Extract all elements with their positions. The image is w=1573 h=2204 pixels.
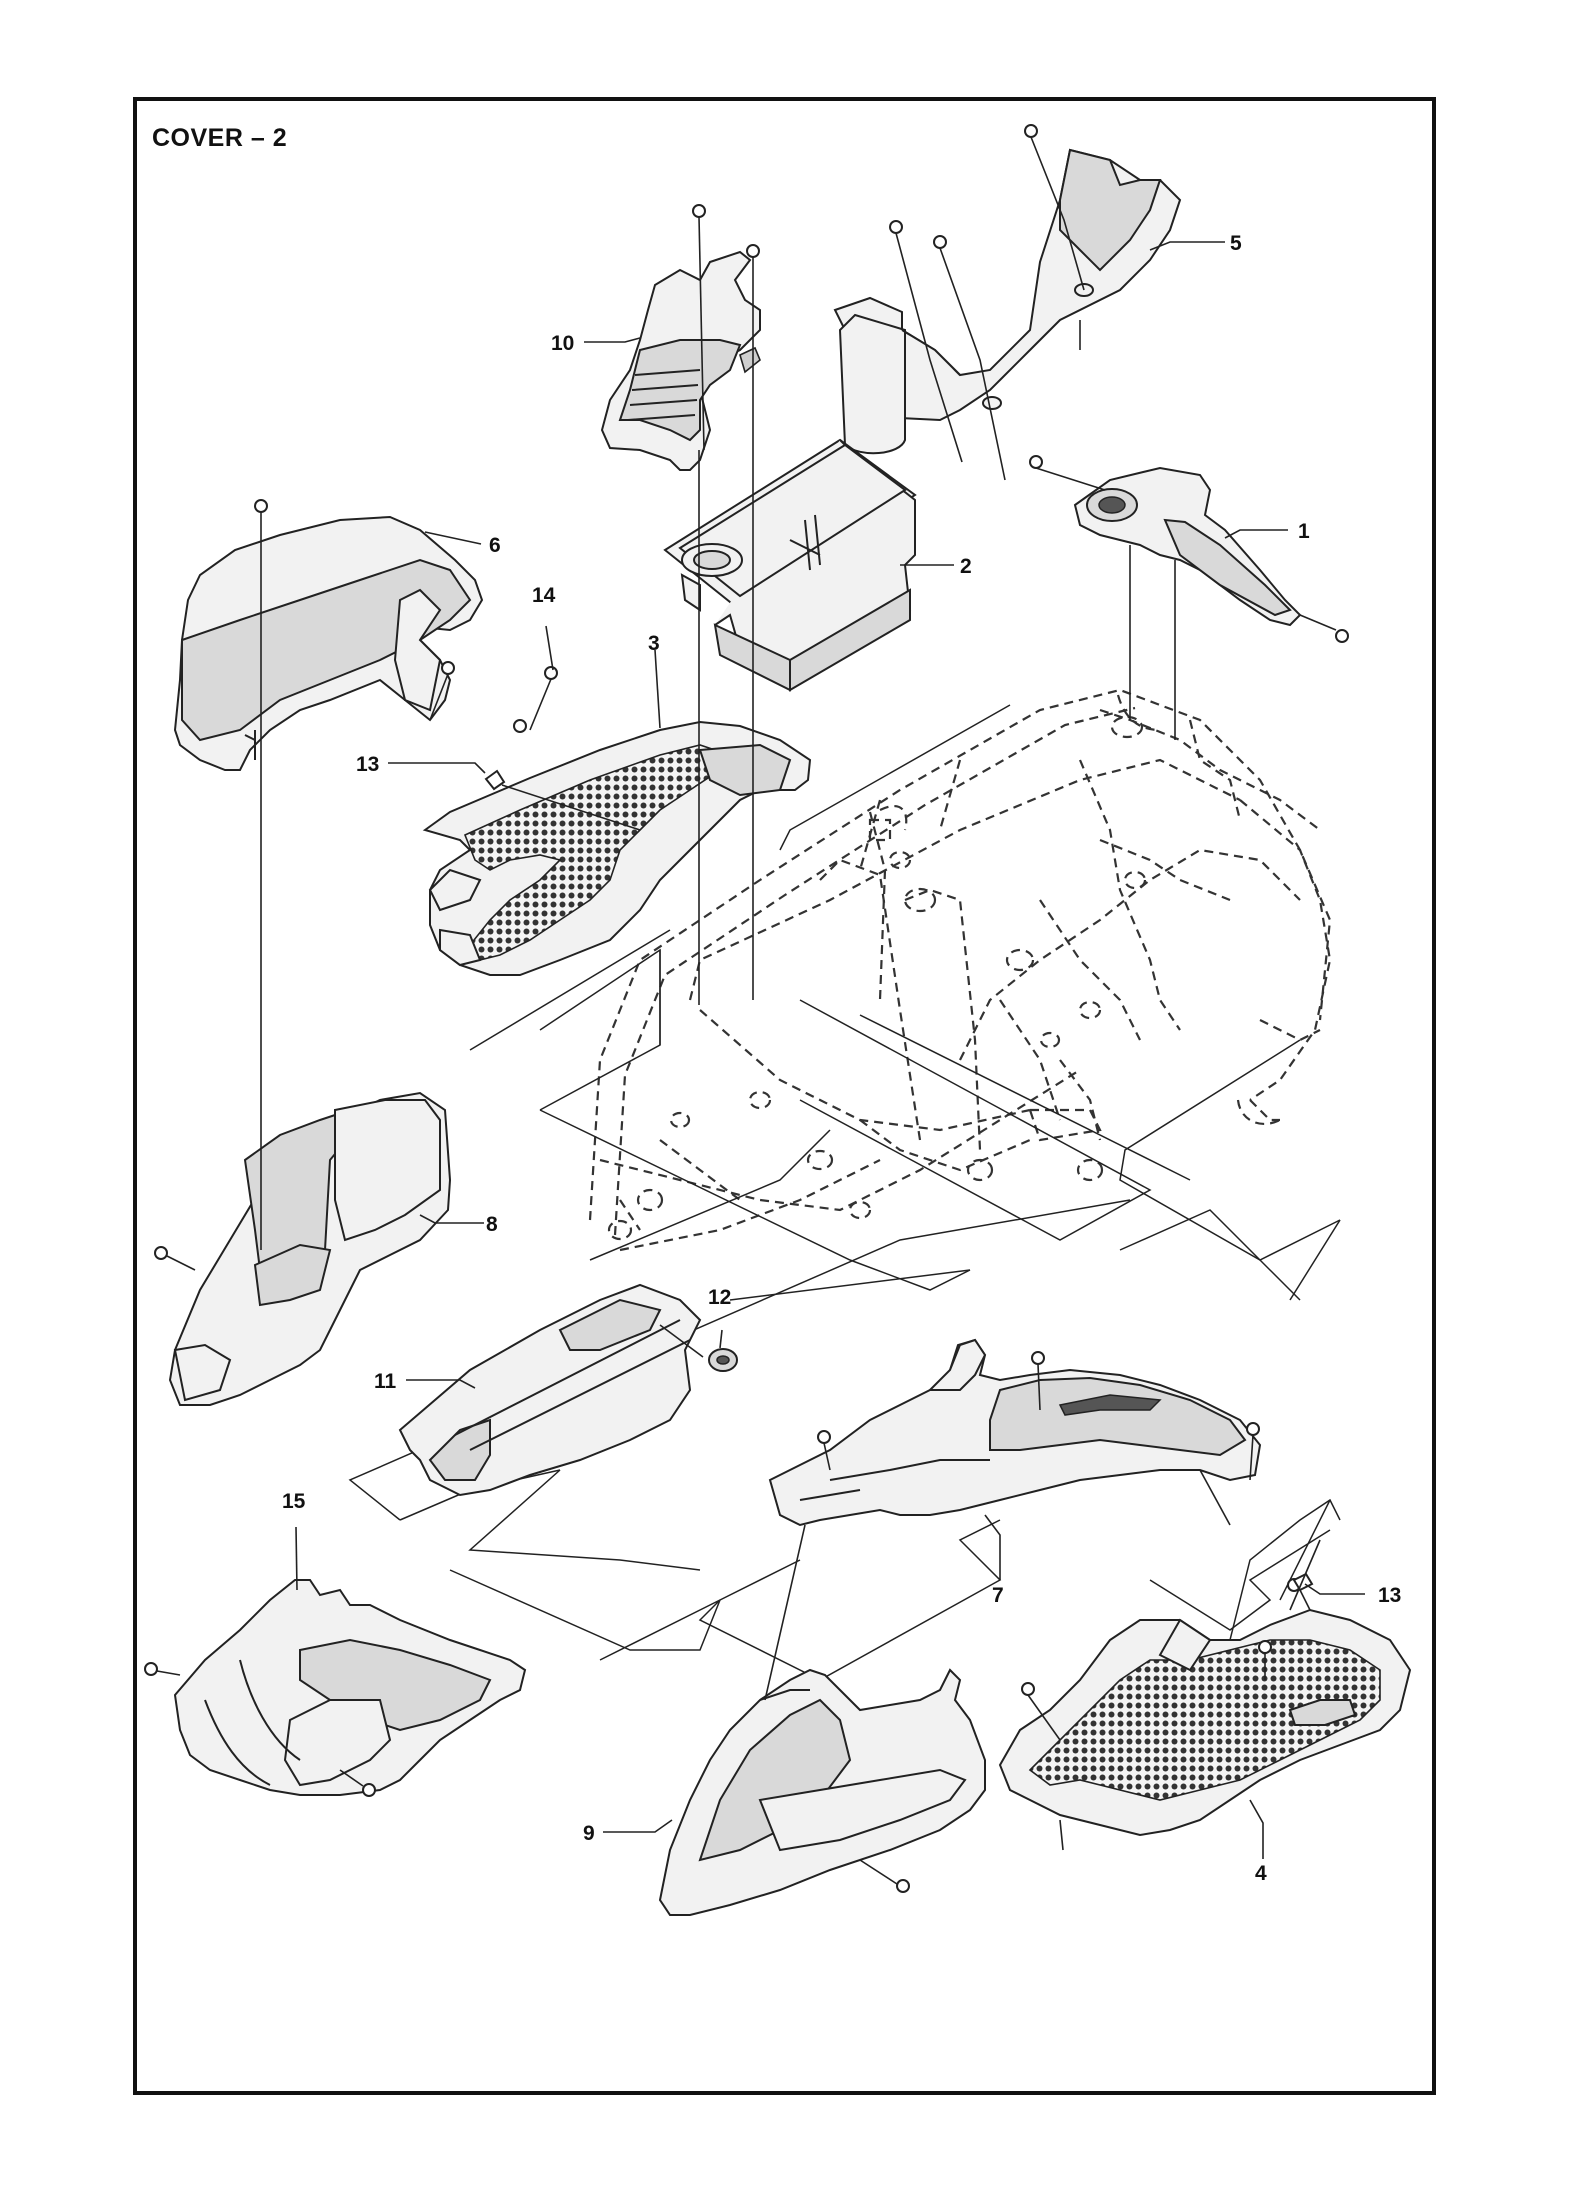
part-3-left-footrest: [422, 720, 812, 976]
diagram-border: [133, 97, 1436, 2095]
part-9-right-shroud: [658, 1668, 986, 1916]
callout-2: 2: [960, 555, 972, 578]
diagram-title: COVER – 2: [152, 124, 288, 152]
callout-10: 10: [551, 332, 574, 355]
assembly-guide-lines: [348, 704, 1341, 1701]
callout-3: 3: [648, 632, 660, 655]
part-10-front-cover: [600, 250, 761, 471]
callout-9: 9: [583, 1822, 595, 1845]
part-11-center-plate: [398, 1283, 702, 1497]
callout-13-left: 13: [356, 753, 379, 776]
part-2-storage-tray: [663, 438, 917, 692]
part-6-left-fender: [173, 515, 484, 771]
callout-8: 8: [486, 1213, 498, 1236]
callout-7: 7: [992, 1584, 1004, 1607]
callout-12: 12: [708, 1286, 731, 1309]
callout-13-right: 13: [1378, 1584, 1401, 1607]
part-12-grommet: [708, 1348, 738, 1372]
part-1-front-dash: [1073, 466, 1302, 627]
callout-15: 15: [282, 1490, 306, 1513]
callout-leaders: [295, 241, 1365, 1859]
callout-4: 4: [1255, 1862, 1267, 1885]
callout-1: 1: [1298, 520, 1310, 543]
part-7-right-fender: [768, 1338, 1262, 1527]
callout-5: 5: [1230, 232, 1242, 255]
callout-11: 11: [374, 1370, 397, 1393]
chassis-frame: [588, 688, 1332, 1252]
part-8-left-shroud: [168, 1091, 452, 1406]
assembly-axis-lines: [156, 136, 1337, 1885]
callout-14: 14: [532, 584, 556, 607]
part-5-rear-cover: [833, 148, 1182, 455]
callout-6: 6: [489, 534, 501, 557]
part-4-right-footrest: [998, 1608, 1412, 1837]
callout-labels: 1 2 3 4 5 6 7 8 9 10 11 12 13 13 14 15: [282, 232, 1401, 1885]
part-15-rear-lower-cover: [173, 1579, 527, 1796]
